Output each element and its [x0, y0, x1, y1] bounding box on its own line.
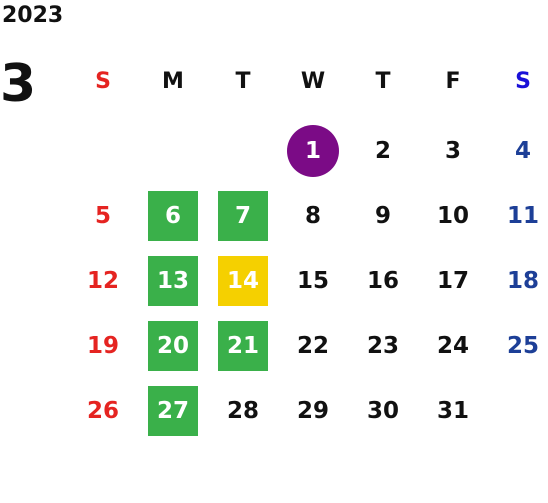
day-number: 11 [506, 203, 539, 229]
day-number: 15 [296, 268, 329, 294]
day-number: 7 [234, 203, 251, 229]
day-number: 28 [226, 398, 259, 424]
day-number: 13 [156, 268, 189, 294]
day-number: 29 [296, 398, 329, 424]
calendar-month: 3 [0, 54, 37, 114]
highlight-box [148, 256, 198, 306]
day-cell[interactable]: 14 [208, 256, 278, 306]
day-cell[interactable]: 5 [68, 191, 138, 241]
day-number: 21 [226, 333, 259, 359]
day-cell[interactable]: 1 [278, 125, 348, 177]
day-cell[interactable]: 28 [208, 386, 278, 436]
highlight-box [148, 191, 198, 241]
day-cell[interactable]: 8 [278, 191, 348, 241]
day-cell[interactable]: 15 [278, 256, 348, 306]
day-number: 30 [366, 398, 399, 424]
highlight-box [148, 321, 198, 371]
day-cell[interactable]: 10 [418, 191, 488, 241]
day-cell[interactable]: 25 [488, 321, 548, 371]
day-number: 9 [374, 203, 391, 229]
weekday-header: T [235, 68, 251, 94]
day-cell[interactable]: 24 [418, 321, 488, 371]
highlight-box [218, 321, 268, 371]
day-number: 12 [86, 268, 119, 294]
day-cell[interactable]: 3 [418, 126, 488, 176]
day-cell[interactable]: 19 [68, 321, 138, 371]
day-cell[interactable]: 4 [488, 126, 548, 176]
day-number: 17 [436, 268, 469, 294]
day-cell[interactable]: 18 [488, 256, 548, 306]
day-cell[interactable]: 26 [68, 386, 138, 436]
day-number: 3 [444, 138, 461, 164]
day-cell[interactable]: 2 [348, 126, 418, 176]
weekday-header: T [375, 68, 391, 94]
day-number: 8 [304, 203, 321, 229]
weekday-header: W [300, 68, 326, 94]
day-cell[interactable]: 17 [418, 256, 488, 306]
day-number: 25 [506, 333, 539, 359]
day-cell[interactable]: 23 [348, 321, 418, 371]
day-number: 20 [156, 333, 189, 359]
day-number: 10 [436, 203, 469, 229]
highlight-box [218, 191, 268, 241]
day-cell[interactable]: 12 [68, 256, 138, 306]
day-number: 1 [304, 138, 321, 164]
highlight-box [218, 256, 268, 306]
day-cell[interactable]: 21 [208, 321, 278, 371]
day-cell[interactable]: 31 [418, 386, 488, 436]
day-number: 18 [506, 268, 539, 294]
highlight-box [148, 386, 198, 436]
weekday-header: S [95, 68, 111, 94]
day-number: 6 [164, 203, 181, 229]
day-cell[interactable]: 29 [278, 386, 348, 436]
day-number: 4 [514, 138, 531, 164]
day-number: 16 [366, 268, 399, 294]
day-cell[interactable]: 22 [278, 321, 348, 371]
day-cell[interactable]: 13 [138, 256, 208, 306]
day-number: 27 [156, 398, 189, 424]
day-number: 5 [94, 203, 111, 229]
day-number: 2 [374, 138, 391, 164]
day-cell[interactable]: 11 [488, 191, 548, 241]
highlight-circle [287, 125, 339, 177]
day-cell[interactable]: 9 [348, 191, 418, 241]
day-cell[interactable]: 27 [138, 386, 208, 436]
day-cell[interactable]: 16 [348, 256, 418, 306]
weekday-header: M [162, 68, 184, 94]
day-cell[interactable]: 30 [348, 386, 418, 436]
day-cell[interactable]: 7 [208, 191, 278, 241]
day-number: 26 [86, 398, 119, 424]
day-number: 24 [436, 333, 469, 359]
day-number: 22 [296, 333, 329, 359]
weekday-header: S [515, 68, 531, 94]
day-cell[interactable]: 6 [138, 191, 208, 241]
day-cell[interactable]: 20 [138, 321, 208, 371]
day-number: 23 [366, 333, 399, 359]
weekday-header: F [445, 68, 461, 94]
day-number: 14 [226, 268, 259, 294]
day-number: 19 [86, 333, 119, 359]
calendar-year: 2023 [2, 3, 64, 28]
day-number: 31 [436, 398, 469, 424]
